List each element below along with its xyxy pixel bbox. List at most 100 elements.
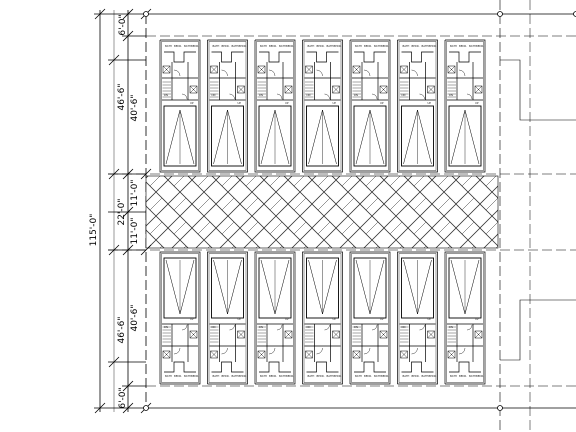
room-label: BEDR. xyxy=(476,374,484,378)
dim-driveway-half-north: 11'-0" xyxy=(130,179,140,206)
room-label: BATH xyxy=(213,44,220,48)
room-label: BEDR. xyxy=(412,44,420,48)
room-label: BATH xyxy=(213,374,220,378)
stair-label: DN xyxy=(354,93,358,97)
room-label: BEDR. xyxy=(239,44,247,48)
room-label: BEDR. xyxy=(429,374,437,378)
room-label: BEDR. xyxy=(286,374,294,378)
stair-label: UP xyxy=(380,101,384,105)
dim-overall: 115'-0" xyxy=(89,214,99,247)
room-label: BEDR. xyxy=(381,374,389,378)
room-label: BEDR. xyxy=(317,374,325,378)
stair-label: DN xyxy=(212,325,216,329)
room-label: BATH xyxy=(422,374,429,378)
south-unit xyxy=(444,251,486,385)
north-unit xyxy=(444,39,486,173)
room-label: BATH xyxy=(403,44,410,48)
site-outline xyxy=(108,0,576,432)
dim-driveway-half-south: 11'-0" xyxy=(130,217,140,244)
room-label: BATH xyxy=(469,44,476,48)
room-label: BATH xyxy=(184,374,191,378)
room-label: BEDR. xyxy=(476,44,484,48)
dimension-chain-left xyxy=(94,8,576,414)
stair-label: DN xyxy=(402,325,406,329)
stair-label: DN xyxy=(402,93,406,97)
north-unit xyxy=(397,39,438,173)
north-unit xyxy=(254,39,296,173)
stair-label: DN xyxy=(354,325,358,329)
room-label: BATH xyxy=(355,44,362,48)
room-label: BEDR. xyxy=(364,44,372,48)
stair-label: UP xyxy=(380,317,384,321)
stair-label: UP xyxy=(428,317,432,321)
room-label: BEDR. xyxy=(174,374,182,378)
room-label: BEDR. xyxy=(334,44,342,48)
stair-label: UP xyxy=(428,101,432,105)
room-label: BEDR. xyxy=(191,44,199,48)
room-label: BEDR. xyxy=(381,44,389,48)
south-unit xyxy=(349,251,391,385)
stair-label: DN xyxy=(307,325,311,329)
stair-label: DN xyxy=(259,93,263,97)
stair-label: UP xyxy=(238,317,242,321)
dim-north-block-inner: 40'-6" xyxy=(130,94,140,121)
room-label: BATH xyxy=(469,374,476,378)
room-label: BATH xyxy=(403,374,410,378)
room-label: BEDR. xyxy=(191,374,199,378)
dim-driveway-total: 22'-0" xyxy=(117,198,127,225)
stair-label: DN xyxy=(259,325,263,329)
stair-label: UP xyxy=(333,101,337,105)
room-label: BATH xyxy=(327,44,334,48)
stair-label: UP xyxy=(475,101,479,105)
room-label: BEDR. xyxy=(459,44,467,48)
room-label: BATH xyxy=(450,44,457,48)
stair-label: UP xyxy=(475,317,479,321)
north-unit xyxy=(349,39,391,173)
room-label: BEDR. xyxy=(174,44,182,48)
room-label: BEDR. xyxy=(459,374,467,378)
room-label: BATH xyxy=(232,44,239,48)
south-unit xyxy=(254,251,296,385)
room-label: BATH xyxy=(165,374,172,378)
stair-label: DN xyxy=(212,93,216,97)
room-label: BEDR. xyxy=(239,374,247,378)
room-label: BATH xyxy=(308,44,315,48)
north-unit xyxy=(302,39,343,173)
stair-label: DN xyxy=(449,93,453,97)
stair-label: DN xyxy=(164,93,168,97)
room-label: BATH xyxy=(165,44,172,48)
stair-label: DN xyxy=(449,325,453,329)
room-label: BEDR. xyxy=(286,44,294,48)
room-label: BEDR. xyxy=(317,44,325,48)
room-label: BEDR. xyxy=(222,44,230,48)
driveway-paving xyxy=(145,175,499,249)
room-label: BEDR. xyxy=(429,44,437,48)
south-unit xyxy=(397,251,438,385)
stair-label: DN xyxy=(307,93,311,97)
room-label: BATH xyxy=(308,374,315,378)
room-label: BEDR. xyxy=(269,44,277,48)
south-unit xyxy=(159,251,201,385)
room-label: BATH xyxy=(260,44,267,48)
stair-label: UP xyxy=(190,317,194,321)
dim-south-block-inner: 40'-6" xyxy=(130,304,140,331)
north-unit xyxy=(159,39,201,173)
stair-label: UP xyxy=(238,101,242,105)
room-label: BATH xyxy=(422,44,429,48)
dim-north-block-outer: 46'-6" xyxy=(117,83,127,110)
room-label: BATH xyxy=(327,374,334,378)
dim-top-setback: 6'-0" xyxy=(118,14,128,35)
south-unit xyxy=(207,251,248,385)
room-label: BATH xyxy=(279,374,286,378)
south-unit xyxy=(302,251,343,385)
stair-label: UP xyxy=(285,101,289,105)
room-label: BEDR. xyxy=(412,374,420,378)
room-label: BATH xyxy=(450,374,457,378)
room-label: BATH xyxy=(184,44,191,48)
room-label: BATH xyxy=(279,44,286,48)
stair-label: UP xyxy=(190,101,194,105)
room-label: BATH xyxy=(355,374,362,378)
room-label: BATH xyxy=(374,44,381,48)
